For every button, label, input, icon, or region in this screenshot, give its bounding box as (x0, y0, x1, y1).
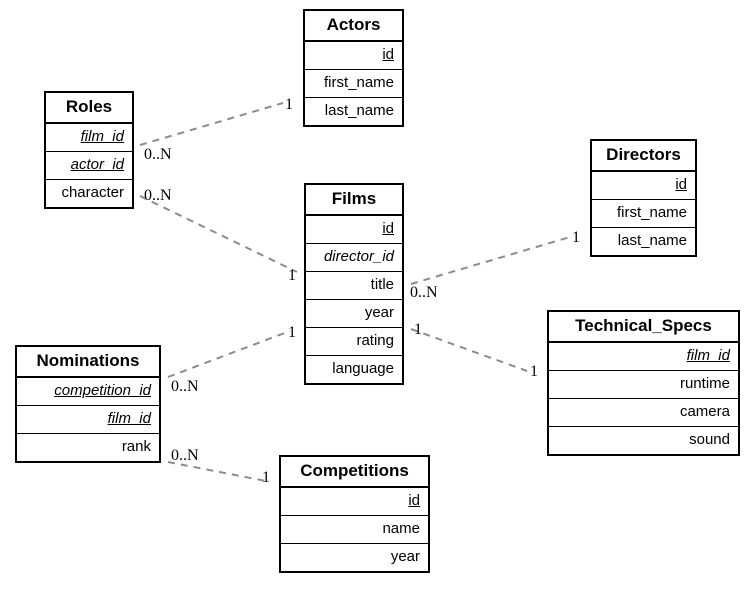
entity-films[interactable]: Films id director_id title year rating l… (304, 183, 404, 385)
attribute-actors-first_name: first_name (305, 70, 402, 98)
attribute-films-id: id (306, 216, 402, 244)
cardinality-roles-films-to: 1 (288, 267, 296, 284)
connector-roles-actors (139, 102, 284, 146)
attribute-directors-last_name: last_name (617, 232, 687, 249)
entity-title-competitions: Competitions (281, 457, 428, 488)
entity-title-roles: Roles (46, 93, 132, 124)
cardinality-nominations-competitions-to: 1 (262, 469, 270, 486)
cardinality-nominations-films-to: 1 (288, 324, 296, 341)
cardinality-films-directors-to: 1 (572, 229, 580, 246)
entity-title-technical-specs: Technical_Specs (549, 312, 738, 343)
connector-roles-films (139, 195, 298, 273)
entity-competitions[interactable]: Competitions id name year (279, 455, 430, 573)
attribute-films-language: language (332, 360, 394, 377)
attribute-actors-last_name: last_name (324, 102, 394, 119)
attribute-technical-specs-camera: camera (549, 399, 738, 427)
attribute-technical-specs-film_id: film_id (549, 343, 738, 371)
entity-title-films: Films (306, 185, 402, 216)
connector-films-directors (410, 236, 571, 285)
attribute-competitions-name: name (281, 516, 428, 544)
connector-films-technical-specs (410, 328, 528, 372)
entity-roles[interactable]: Roles film_id actor_id character (44, 91, 134, 209)
attribute-actors-id: id (305, 42, 402, 70)
entity-nominations[interactable]: Nominations competition_id film_id rank (15, 345, 161, 463)
entity-actors[interactable]: Actors id first_name last_name (303, 9, 404, 127)
attribute-films-title: title (306, 272, 402, 300)
attribute-films-rating: rating (306, 328, 402, 356)
attribute-roles-character: character (61, 184, 124, 201)
cardinality-roles-actors-from: 0..N (144, 146, 172, 163)
attribute-nominations-rank: rank (121, 438, 151, 455)
entity-title-nominations: Nominations (17, 347, 159, 378)
attribute-technical-specs-sound: sound (689, 431, 730, 448)
cardinality-roles-actors-to: 1 (285, 96, 293, 113)
cardinality-nominations-films-from: 0..N (171, 378, 199, 395)
cardinality-films-specs-from: 1 (414, 321, 422, 338)
attribute-films-year: year (306, 300, 402, 328)
attribute-roles-actor_id: actor_id (46, 152, 132, 180)
connector-nominations-films (167, 330, 291, 378)
cardinality-roles-films-from: 0..N (144, 187, 172, 204)
cardinality-nominations-competitions-from: 0..N (171, 447, 199, 464)
cardinality-films-specs-to: 1 (530, 363, 538, 380)
attribute-films-director_id: director_id (306, 244, 402, 272)
cardinality-films-directors-from: 0..N (410, 284, 438, 301)
entity-directors[interactable]: Directors id first_name last_name (590, 139, 697, 257)
entity-title-directors: Directors (592, 141, 695, 172)
attribute-nominations-competition_id: competition_id (17, 378, 159, 406)
attribute-directors-first_name: first_name (592, 200, 695, 228)
attribute-roles-film_id: film_id (46, 124, 132, 152)
connector-nominations-competitions (167, 461, 267, 482)
entity-technical-specs[interactable]: Technical_Specs film_id runtime camera s… (547, 310, 740, 456)
attribute-technical-specs-runtime: runtime (549, 371, 738, 399)
attribute-competitions-year: year (390, 548, 420, 565)
attribute-competitions-id: id (281, 488, 428, 516)
entity-title-actors: Actors (305, 11, 402, 42)
attribute-directors-id: id (592, 172, 695, 200)
attribute-nominations-film_id: film_id (17, 406, 159, 434)
